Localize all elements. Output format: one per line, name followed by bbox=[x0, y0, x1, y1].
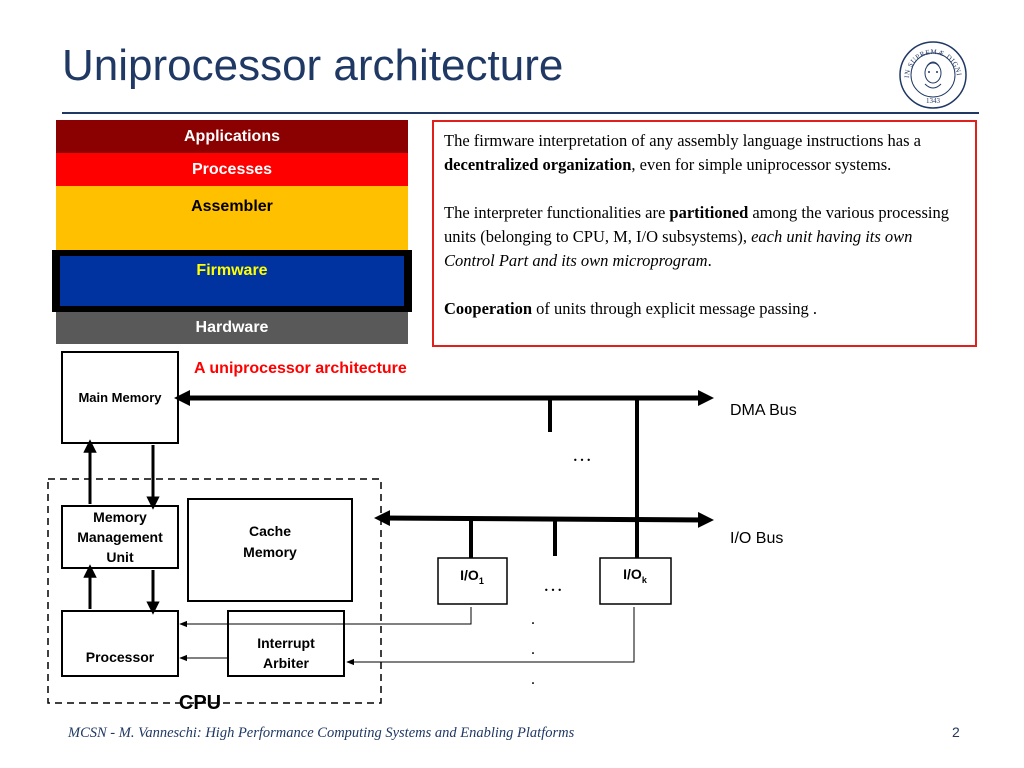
iok-to-arbiter-line bbox=[346, 607, 635, 666]
main-memory-label: Main Memory bbox=[78, 390, 162, 405]
info-italic: each unit having its own Control Part an… bbox=[444, 227, 913, 270]
info-emphasis: decentralized organization bbox=[444, 155, 632, 174]
layer-hardware: Hardware bbox=[56, 312, 408, 344]
cpu-boundary bbox=[47, 478, 382, 704]
processor-box bbox=[61, 610, 179, 677]
io-k-label: I/Ok bbox=[623, 566, 648, 585]
io-k-label-subscript: k bbox=[642, 575, 648, 585]
dma-ellipsis: … bbox=[572, 444, 592, 466]
page-number: 2 bbox=[952, 724, 960, 740]
io-ellipsis: … bbox=[543, 574, 563, 596]
diagram-caption: A uniprocessor architecture bbox=[194, 360, 407, 377]
layer-assembler: Assembler bbox=[56, 186, 408, 251]
layer-firmware: Firmware bbox=[60, 256, 404, 306]
vertical-dot-1: . bbox=[531, 611, 535, 628]
vertical-dot-3: . bbox=[531, 671, 535, 688]
info-text-box: The firmware interpretation of any assem… bbox=[432, 120, 977, 347]
io-k-box bbox=[599, 557, 672, 605]
info-text: , even for simple uniprocessor systems. bbox=[631, 155, 892, 174]
info-text: among the various processing units (belo… bbox=[444, 203, 949, 246]
cache-memory-box bbox=[187, 498, 353, 602]
info-paragraph-3: Cooperation of units through explicit me… bbox=[444, 297, 965, 321]
mmu-label-line-1: Memory bbox=[93, 509, 147, 525]
cache-label-line-2: Memory bbox=[243, 544, 297, 560]
svg-text:1343: 1343 bbox=[926, 97, 941, 105]
io-1-label-base: I/O bbox=[460, 567, 479, 583]
io-bus-label: I/O Bus bbox=[730, 530, 783, 547]
io1-to-processor-line bbox=[179, 607, 472, 628]
info-paragraph-1: The firmware interpretation of any assem… bbox=[444, 129, 965, 177]
university-seal-logo: IN SUPREMÆ DIGNITATIS 1343 bbox=[898, 40, 967, 109]
io-bus-line bbox=[374, 510, 714, 528]
info-text: of units through explicit message passin… bbox=[532, 299, 818, 318]
title-divider bbox=[62, 112, 979, 114]
mmu-label-line-2: Management bbox=[77, 529, 163, 545]
info-text: The firmware interpretation of any assem… bbox=[444, 131, 921, 150]
io-1-label-subscript: 1 bbox=[479, 576, 484, 586]
processor-label: Processor bbox=[86, 649, 155, 665]
io-k-label-base: I/O bbox=[623, 566, 642, 582]
interrupt-arbiter-box bbox=[227, 610, 345, 677]
main-memory-box bbox=[61, 351, 179, 444]
io-1-label: I/O1 bbox=[460, 567, 484, 586]
info-emphasis: partitioned bbox=[669, 203, 749, 222]
info-emphasis: Cooperation bbox=[444, 299, 532, 318]
layer-applications: Applications bbox=[56, 120, 408, 153]
mmu-label-line-3: Unit bbox=[106, 549, 134, 565]
arbiter-label-line-1: Interrupt bbox=[257, 635, 315, 651]
info-text: . bbox=[707, 251, 712, 270]
vertical-dot-2: . bbox=[531, 641, 535, 658]
info-paragraph-2: The interpreter functionalities are part… bbox=[444, 201, 965, 273]
io-1-box bbox=[437, 557, 508, 605]
dma-bus-label: DMA Bus bbox=[730, 402, 797, 419]
info-text: The interpreter functionalities are bbox=[444, 203, 670, 222]
slide-title: Uniprocessor architecture bbox=[62, 41, 564, 90]
cache-label-line-1: Cache bbox=[249, 523, 291, 539]
arbiter-label-line-2: Arbiter bbox=[263, 655, 309, 671]
cpu-label: CPU bbox=[179, 692, 221, 714]
layer-processes: Processes bbox=[56, 153, 408, 186]
mmu-box bbox=[61, 505, 179, 569]
footer-text: MCSN - M. Vanneschi: High Performance Co… bbox=[68, 725, 575, 741]
